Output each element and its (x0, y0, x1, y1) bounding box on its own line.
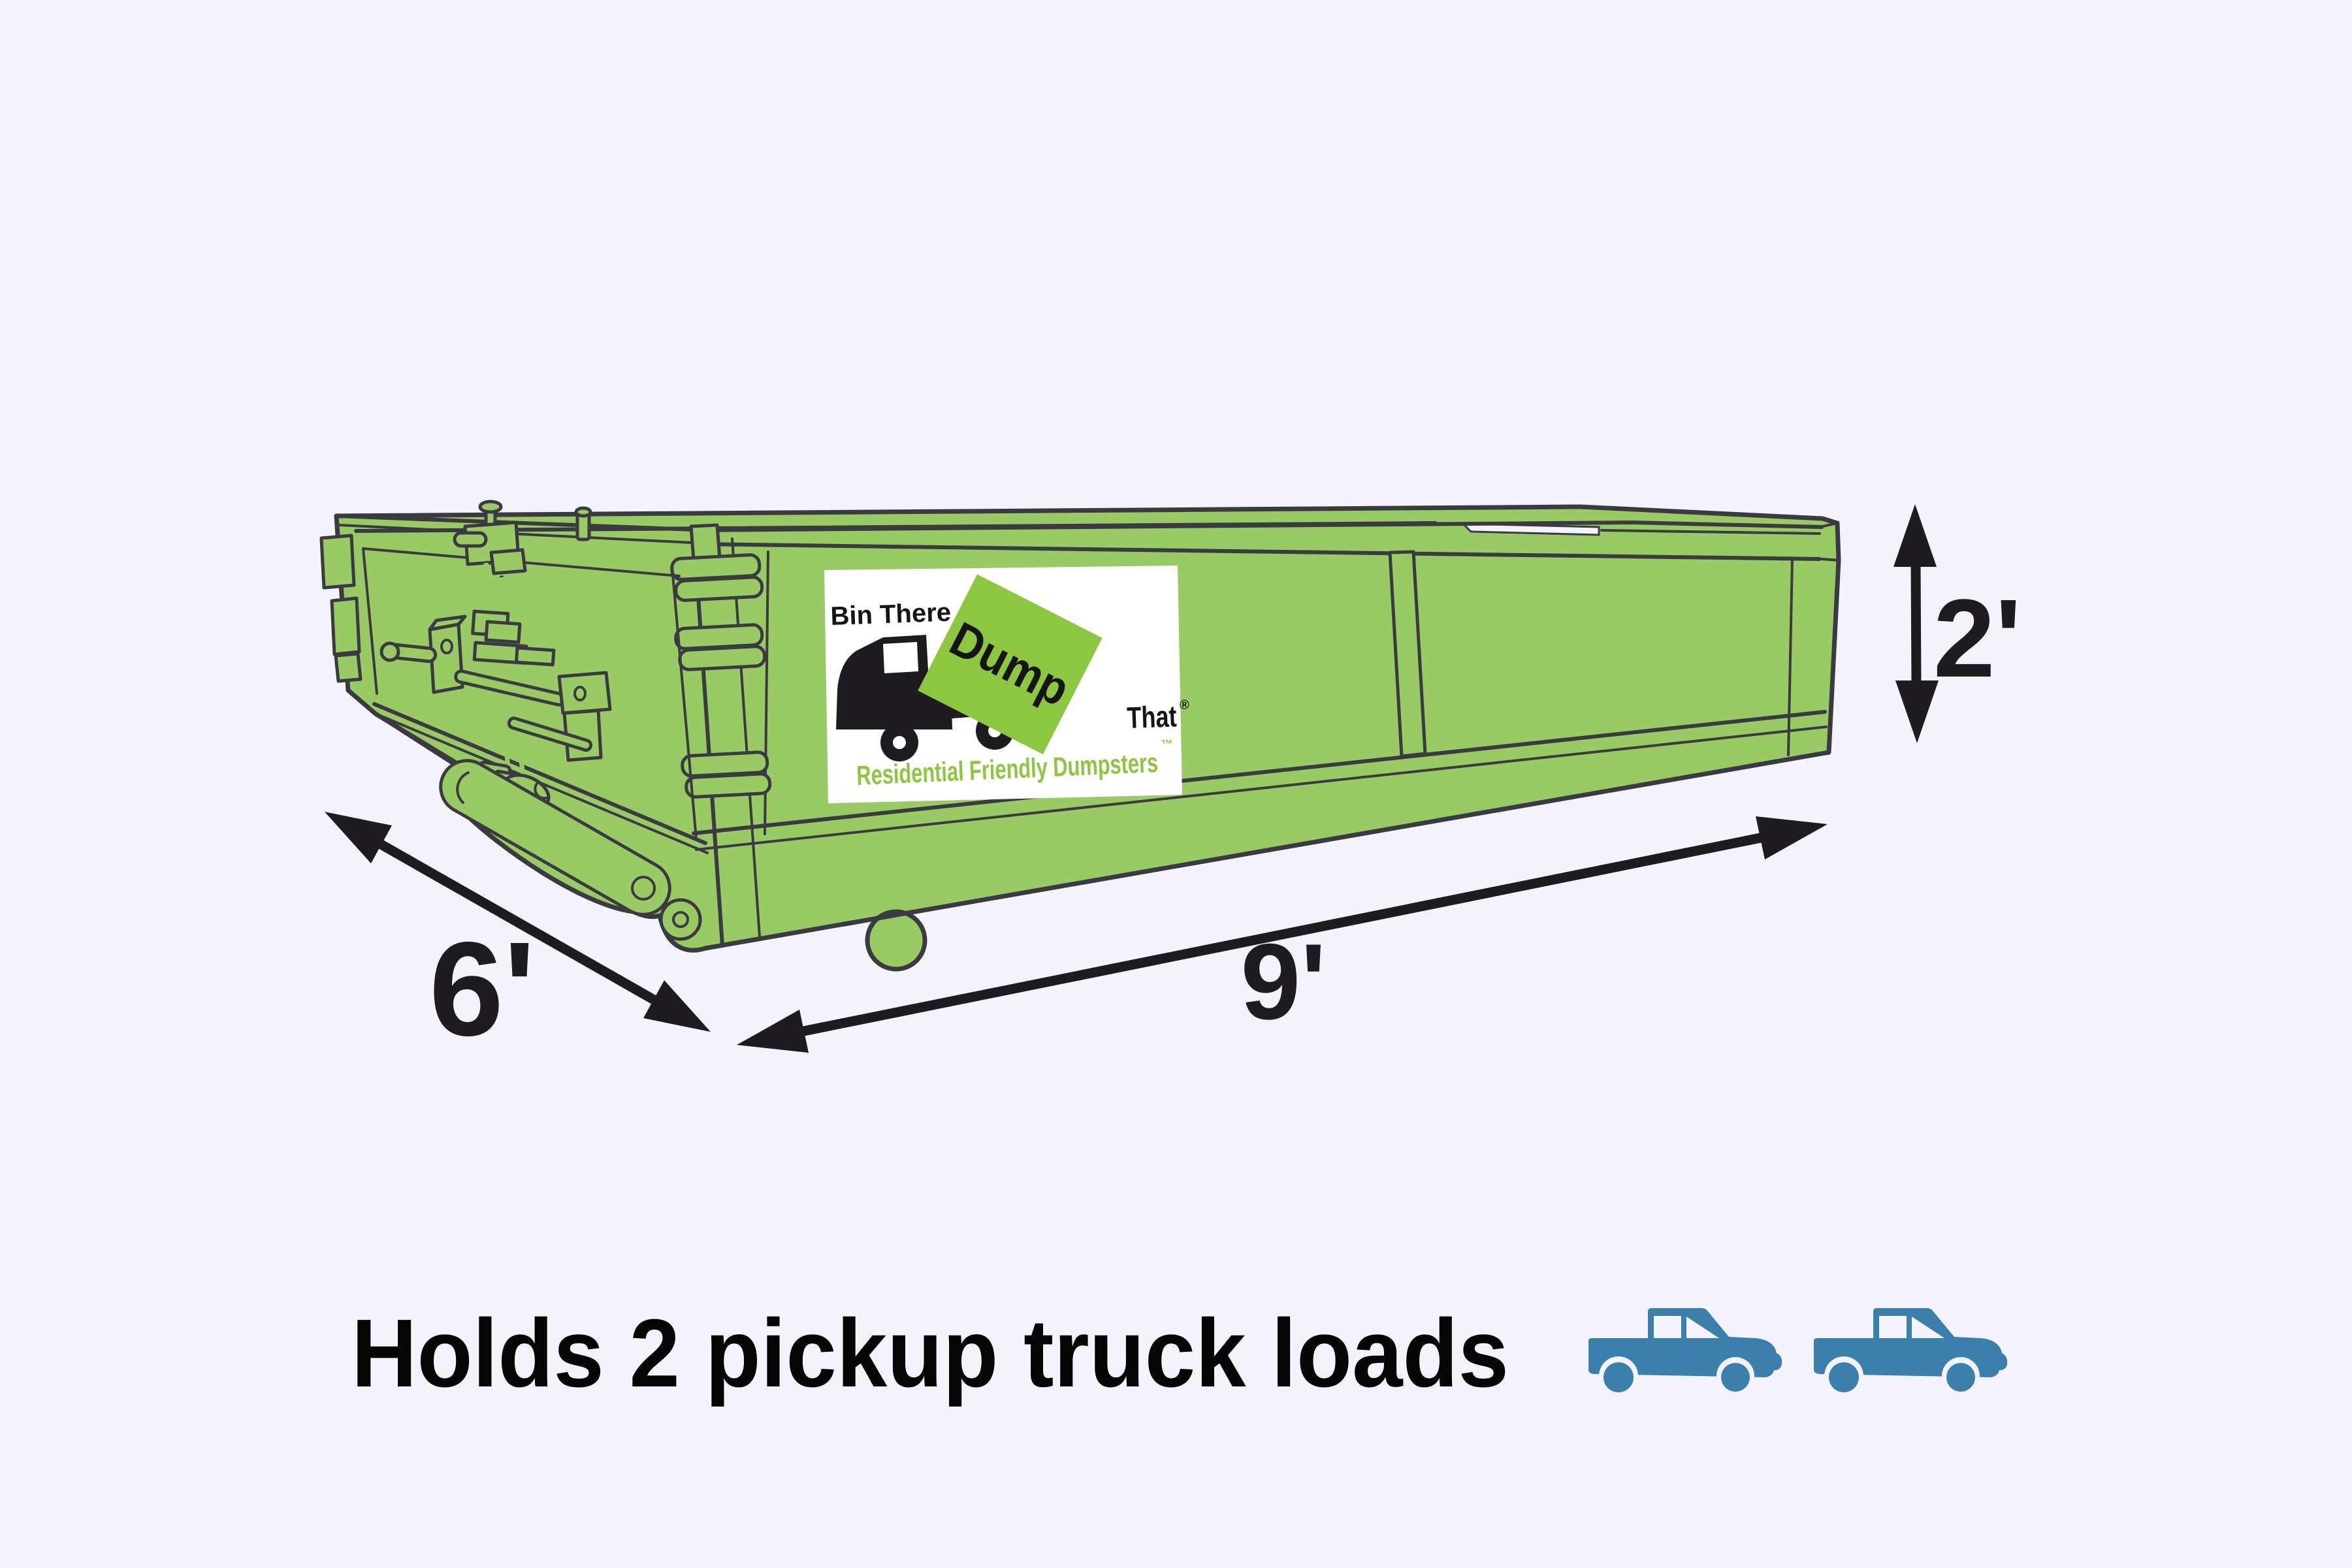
hinge-strap (678, 645, 767, 671)
length-dimension: 9' (737, 816, 1828, 1053)
caption-text: Holds 2 pickup truck loads (351, 1300, 1509, 1407)
rear-roller (439, 759, 702, 941)
top-opening-gap (1460, 522, 1600, 536)
door-latch-assembly (453, 500, 592, 575)
door-handle-lower (454, 669, 612, 762)
logo-bin-there-text: Bin There (830, 598, 952, 631)
height-label: 2' (1933, 577, 2022, 701)
dump-sign (918, 574, 1103, 755)
logo-trademark-mark: ™ (1161, 737, 1173, 751)
length-label: 9' (1240, 921, 1326, 1042)
dumpster-illustration: Dump Bin There That ® Residential Friend… (319, 500, 1841, 972)
width-dimension: 6' (325, 812, 711, 1064)
pickup-truck-icon (1588, 1308, 1782, 1396)
logo-truck-cab (836, 635, 952, 729)
top-rim (334, 514, 1840, 562)
pickup-truck-icon (1814, 1308, 2008, 1396)
logo-registered-mark: ® (1180, 698, 1189, 712)
logo-truck-window (883, 642, 918, 673)
logo-decal: Dump Bin There That ® Residential Friend… (824, 566, 1189, 803)
front-divider-rail (1388, 550, 1427, 758)
width-arrow-icon (325, 812, 711, 1032)
caption-row: Holds 2 pickup truck loads (351, 1300, 2008, 1407)
front-roller-icon (865, 909, 927, 972)
logo-that-text: That (1127, 699, 1178, 735)
corner-wheel-icon (659, 898, 702, 941)
door-hinge-blocks (319, 534, 362, 683)
door-handle-upper (379, 615, 467, 694)
hinge-straps (670, 553, 772, 799)
width-label: 6' (429, 914, 536, 1064)
front-face (670, 523, 1828, 948)
hinge-strap (674, 575, 764, 602)
length-arrow-icon (737, 816, 1828, 1053)
hinge-strap (685, 772, 772, 799)
rear-door (319, 500, 709, 941)
height-dimension: 2' (1893, 504, 2022, 743)
height-arrow-icon (1893, 504, 1939, 743)
